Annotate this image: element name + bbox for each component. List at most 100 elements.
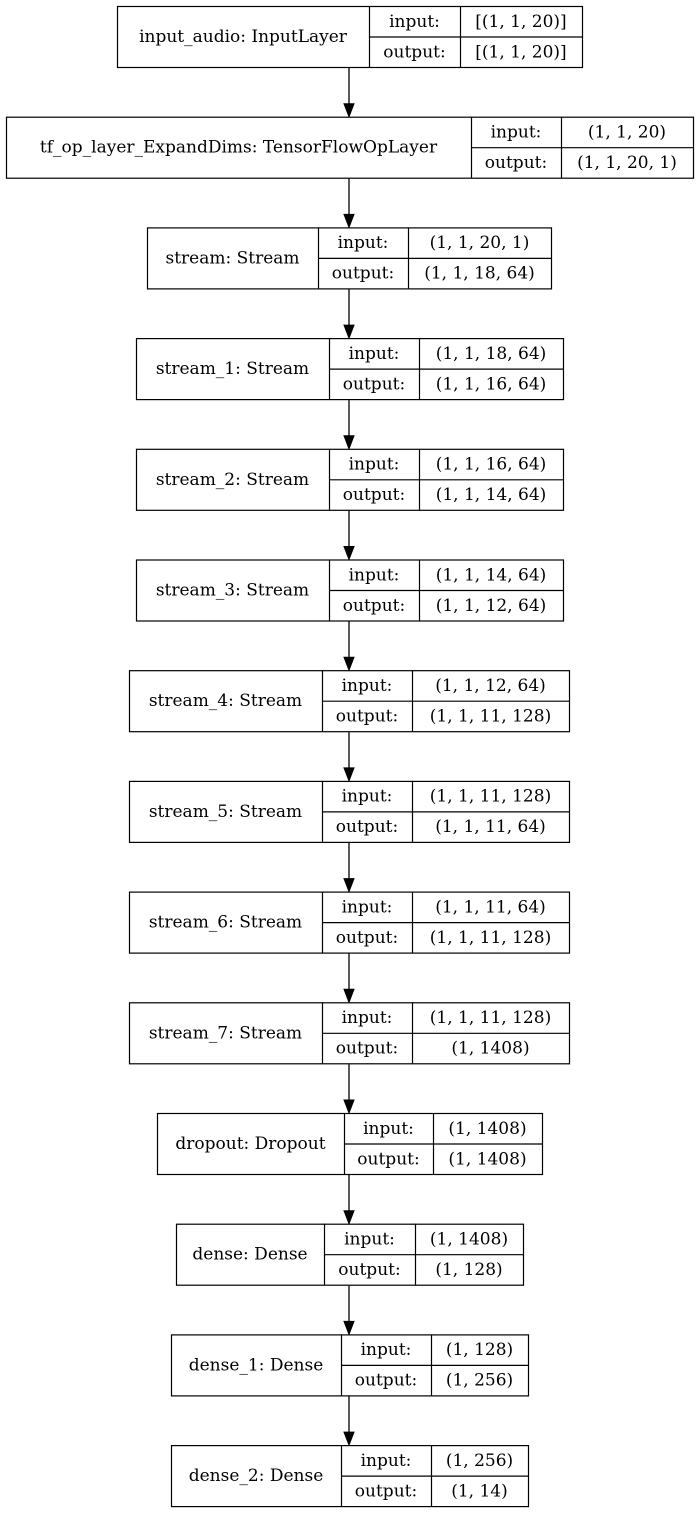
layer-name: dense_2: Dense	[189, 1466, 324, 1486]
output-shape: (1, 1, 16, 64)	[436, 374, 547, 394]
arrowhead-icon	[343, 1210, 355, 1226]
edge-arrow	[343, 953, 355, 1004]
input-label: input:	[342, 787, 393, 807]
input-label: input:	[389, 12, 440, 32]
layer-node-stream-6: stream_6: Stream input: output: (1, 1, 11, …	[128, 891, 571, 954]
input-shape: (1, 1408)	[430, 1229, 508, 1249]
input-label: input:	[342, 897, 393, 917]
output-label: output:	[343, 485, 405, 505]
arrowhead-icon	[343, 435, 355, 451]
edge-arrow	[343, 1396, 355, 1447]
input-shape: (1, 1, 20, 1)	[430, 233, 530, 253]
arrowhead-icon	[343, 103, 355, 119]
arrowhead-icon	[343, 324, 355, 340]
layer-name: stream_1: Stream	[156, 359, 309, 379]
input-label: input:	[349, 565, 400, 585]
layer-name: input_audio: InputLayer	[139, 27, 348, 47]
layer-node-dense: dense: Dense input: output: (1, 1408) (1, 12…	[175, 1223, 525, 1286]
input-shape: [(1, 1, 20)]	[475, 12, 566, 32]
input-label: input:	[349, 455, 400, 475]
output-shape: (1, 1, 12, 64)	[436, 596, 547, 616]
edge-arrow	[343, 400, 355, 451]
input-shape: (1, 1, 16, 64)	[436, 455, 547, 475]
arrowhead-icon	[343, 213, 355, 229]
input-shape: (1, 256)	[446, 1451, 513, 1471]
output-shape: (1, 1408)	[448, 1149, 526, 1169]
output-shape: (1, 1408)	[451, 1039, 529, 1059]
layer-node-tf-op-layer-expanddims: tf_op_layer_ExpandDims: TensorFlowOpLaye…	[5, 116, 695, 179]
input-label: input:	[491, 122, 542, 142]
arrowhead-icon	[343, 546, 355, 561]
arrowhead-icon	[343, 656, 355, 672]
arrowhead-icon	[343, 1099, 355, 1115]
output-label: output:	[383, 42, 445, 62]
input-label: input:	[338, 233, 389, 253]
edge-arrow	[343, 842, 355, 893]
edge-arrow	[343, 1175, 355, 1226]
input-shape: (1, 1, 18, 64)	[436, 344, 547, 364]
output-shape: (1, 1, 11, 64)	[435, 817, 546, 837]
input-shape: (1, 1, 14, 64)	[436, 565, 547, 585]
output-label: output:	[343, 596, 405, 616]
output-shape: (1, 1, 11, 128)	[430, 706, 551, 726]
edge-arrow	[343, 510, 355, 561]
layer-name: stream_3: Stream	[156, 581, 309, 601]
output-label: output:	[355, 1371, 417, 1391]
output-shape: (1, 256)	[446, 1371, 513, 1391]
layer-name: dense: Dense	[192, 1245, 307, 1265]
layer-name: stream_7: Stream	[149, 1023, 302, 1043]
layer-name: stream_2: Stream	[156, 470, 309, 490]
layer-name: tf_op_layer_ExpandDims: TensorFlowOpLaye…	[40, 138, 438, 158]
output-shape: (1, 14)	[451, 1481, 508, 1501]
input-shape: (1, 1, 11, 128)	[430, 1008, 551, 1028]
layer-node-stream-7: stream_7: Stream input: output: (1, 1, 11, …	[128, 1002, 571, 1065]
output-label: output:	[336, 1039, 398, 1059]
output-label: output:	[357, 1149, 419, 1169]
layer-node-input-audio: input_audio: InputLayer input: output: [(1,…	[116, 5, 584, 69]
input-shape: (1, 1, 11, 64)	[435, 897, 546, 917]
layer-name: dropout: Dropout	[175, 1134, 325, 1154]
output-shape: (1, 1, 18, 64)	[424, 264, 535, 284]
output-shape: (1, 1, 20, 1)	[577, 153, 677, 173]
output-label: output:	[336, 928, 398, 948]
input-shape: (1, 1, 20)	[588, 122, 666, 142]
edge-arrow	[343, 68, 355, 119]
arrowhead-icon	[343, 988, 355, 1004]
arrowhead-icon	[343, 1320, 355, 1336]
layer-node-stream: stream: Stream input: output: (1, 1, 20, 1)…	[146, 227, 553, 290]
output-label: output:	[336, 706, 398, 726]
output-shape: (1, 1, 11, 128)	[430, 928, 551, 948]
input-label: input:	[363, 1119, 414, 1139]
layer-name: stream_4: Stream	[149, 691, 302, 711]
layer-name: stream_6: Stream	[149, 913, 302, 933]
input-label: input:	[342, 1008, 393, 1028]
output-label: output:	[485, 153, 547, 173]
output-label: output:	[332, 264, 394, 284]
edge-arrow	[343, 1285, 355, 1336]
input-label: input:	[342, 676, 393, 696]
output-shape: [(1, 1, 20)]	[475, 42, 566, 62]
output-label: output:	[343, 374, 405, 394]
output-label: output:	[338, 1260, 400, 1280]
arrowhead-icon	[343, 878, 355, 893]
layer-node-stream-3: stream_3: Stream input: output: (1, 1, 14, …	[135, 559, 565, 622]
arrowhead-icon	[343, 1431, 355, 1447]
input-shape: (1, 1, 11, 128)	[430, 787, 551, 807]
output-shape: (1, 128)	[435, 1260, 502, 1280]
output-label: output:	[336, 817, 398, 837]
layer-name: dense_1: Dense	[189, 1355, 324, 1375]
input-shape: (1, 1, 12, 64)	[435, 676, 546, 696]
layer-name: stream: Stream	[165, 248, 299, 268]
layer-node-stream-4: stream_4: Stream input: output: (1, 1, 12, …	[128, 670, 571, 733]
input-label: input:	[344, 1229, 395, 1249]
edge-arrow	[343, 732, 355, 783]
arrowhead-icon	[343, 767, 355, 783]
output-shape: (1, 1, 14, 64)	[436, 485, 547, 505]
